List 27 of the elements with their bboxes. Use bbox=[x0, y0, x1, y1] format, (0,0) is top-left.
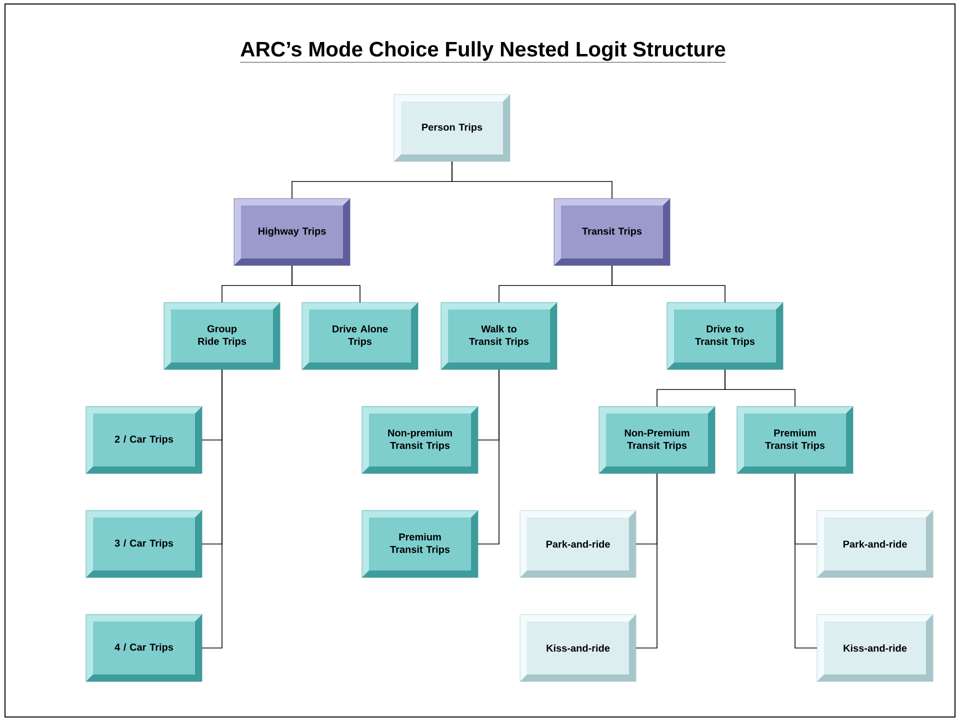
category-box: Person Trips bbox=[394, 94, 510, 162]
category-box: Highway Trips bbox=[234, 198, 350, 266]
category-box: 2 / Car Trips bbox=[86, 406, 202, 474]
connector-line bbox=[452, 161, 612, 199]
title: ARC’s Mode Choice Fully Nested Logit Structure bbox=[240, 41, 726, 62]
category-box: 3 / Car Trips bbox=[86, 510, 202, 578]
category-box: Drive to Transit Trips bbox=[666, 302, 784, 370]
category-box: Non-Premium Transit Trips bbox=[598, 406, 716, 474]
category-box: Kiss-and-ride bbox=[816, 614, 934, 682]
connector-line bbox=[478, 369, 500, 544]
connector-line bbox=[724, 369, 796, 407]
connector-line bbox=[794, 473, 818, 648]
category-box: Walk to Transit Trips bbox=[440, 302, 558, 370]
connector-line bbox=[612, 265, 726, 303]
category-box: Park-and-ride bbox=[816, 510, 934, 578]
category-box: Drive Alone Trips bbox=[302, 302, 418, 370]
category-box: Kiss-and-ride bbox=[520, 614, 636, 682]
category-box: Group Ride Trips bbox=[164, 302, 280, 370]
connector-line bbox=[636, 473, 658, 648]
category-box: Premium Transit Trips bbox=[736, 406, 854, 474]
category-box: Park-and-ride bbox=[520, 510, 636, 578]
category-box: Non-premium Transit Trips bbox=[362, 406, 478, 474]
category-box: Premium Transit Trips bbox=[362, 510, 478, 578]
connector-line bbox=[292, 265, 360, 303]
category-box: 4 / Car Trips bbox=[86, 614, 202, 682]
category-box: Transit Trips bbox=[554, 198, 670, 266]
connector-line bbox=[202, 369, 222, 648]
